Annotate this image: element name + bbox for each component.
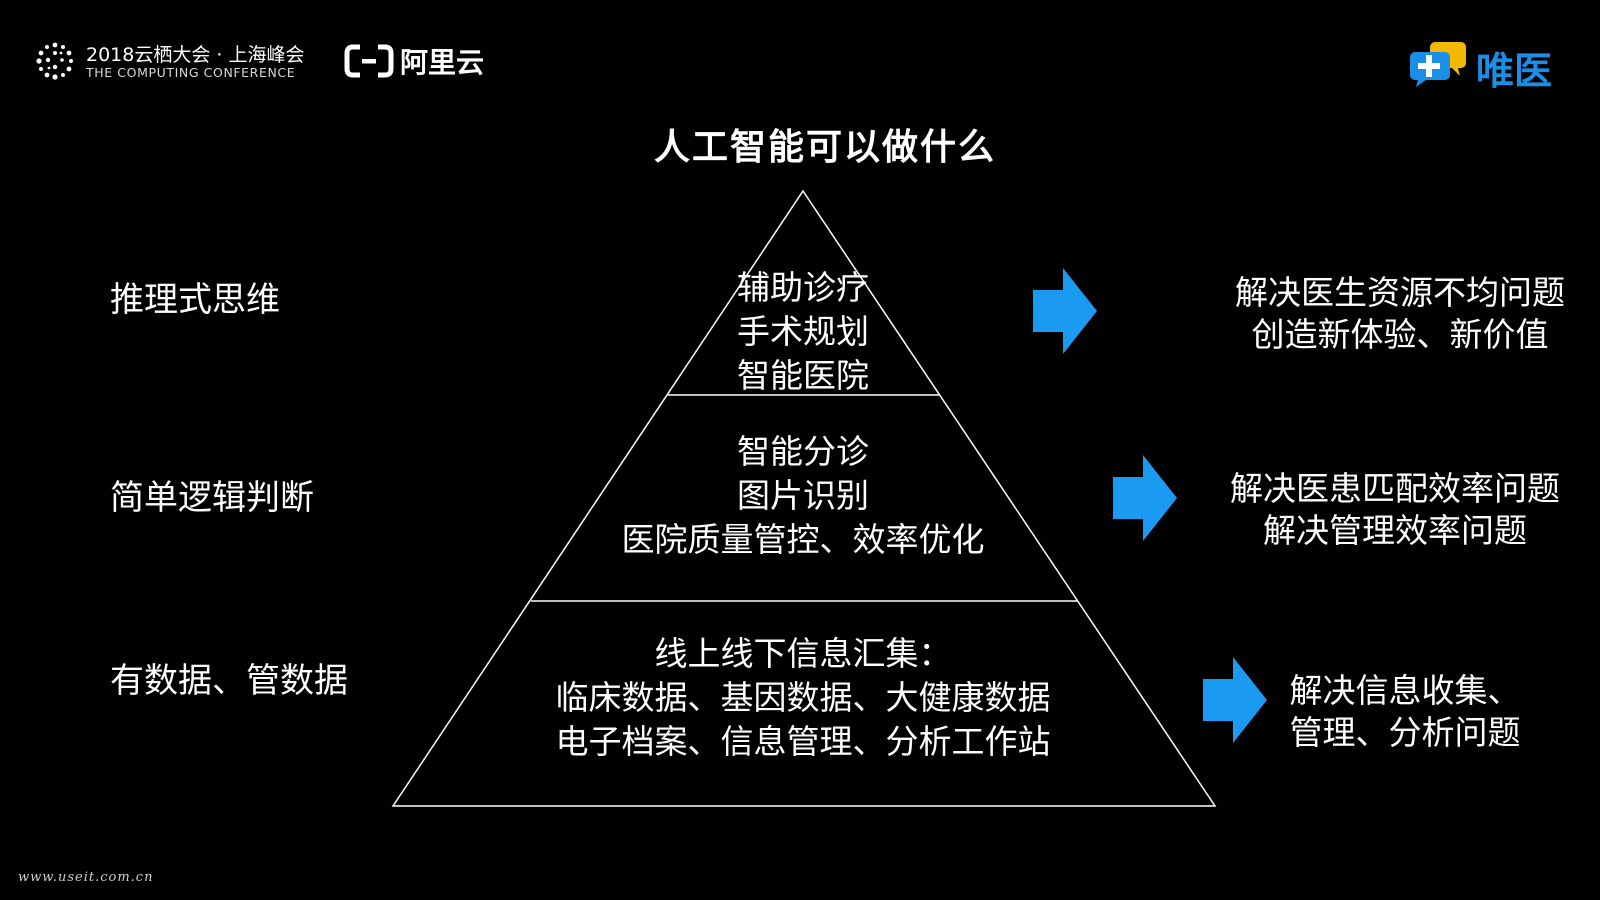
tier-middle-text: 智能分诊 图片识别 医院质量管控、效率优化 [553, 430, 1053, 562]
conference-subtitle: THE COMPUTING CONFERENCE [86, 65, 296, 80]
slide-title: 人工智能可以做什么 [653, 127, 996, 168]
arrow-right-icon [1203, 657, 1267, 743]
medical-chat-bubble-icon [1410, 42, 1466, 87]
arrow-right-icon [1033, 268, 1097, 354]
outcome-line: 解决管理效率问题 [1263, 511, 1527, 550]
outcome-bottom-text: 解决信息收集、 管理、分析问题 [1260, 670, 1550, 754]
left-label-data: 有数据、管数据 [110, 661, 348, 701]
tier-line: 手术规划 [737, 312, 869, 351]
outcome-line: 创造新体验、新价值 [1251, 315, 1549, 354]
conference-title: 2018云栖大会 · 上海峰会 [86, 44, 305, 66]
tier-line: 临床数据、基因数据、大健康数据 [555, 678, 1051, 717]
outcome-line: 解决信息收集、 [1289, 671, 1521, 710]
tier-line: 线上线下信息汇集： [654, 634, 952, 673]
left-label-logic: 简单逻辑判断 [110, 478, 314, 518]
tier-line: 辅助诊疗 [737, 268, 869, 307]
tier-top-text: 辅助诊疗 手术规划 智能医院 [603, 266, 1003, 398]
outcome-line: 解决医患匹配效率问题 [1230, 469, 1560, 508]
tier-line: 智能医院 [737, 356, 869, 395]
arrow-right-icon [1113, 455, 1177, 541]
watermark: www.useit.com.cn [18, 870, 154, 885]
tier-bottom-text: 线上线下信息汇集： 临床数据、基因数据、大健康数据 电子档案、信息管理、分析工作… [503, 632, 1103, 764]
outcome-line: 管理、分析问题 [1289, 713, 1521, 752]
left-label-reasoning: 推理式思维 [110, 280, 280, 320]
conference-logo: 2018云栖大会 · 上海峰会 THE COMPUTING CONFERENCE [34, 38, 304, 84]
outcome-line: 解决医生资源不均问题 [1235, 273, 1565, 312]
aliyun-bracket-icon [344, 44, 394, 78]
weiyi-label: 唯医 [1476, 49, 1553, 93]
dotted-globe-icon [36, 42, 73, 80]
tier-line: 医院质量管控、效率优化 [621, 520, 985, 559]
pyramid-outline [391, 189, 1217, 807]
aliyun-logo: 阿里云 [344, 40, 484, 80]
outcome-top-text: 解决医生资源不均问题 创造新体验、新价值 [1200, 272, 1600, 356]
outcome-middle-text: 解决医患匹配效率问题 解决管理效率问题 [1195, 468, 1595, 552]
aliyun-label: 阿里云 [400, 46, 485, 79]
tier-line: 图片识别 [737, 476, 869, 515]
weiyi-logo: 唯医 [1408, 40, 1552, 93]
tier-line: 智能分诊 [737, 432, 869, 471]
tier-line: 电子档案、信息管理、分析工作站 [555, 722, 1051, 761]
